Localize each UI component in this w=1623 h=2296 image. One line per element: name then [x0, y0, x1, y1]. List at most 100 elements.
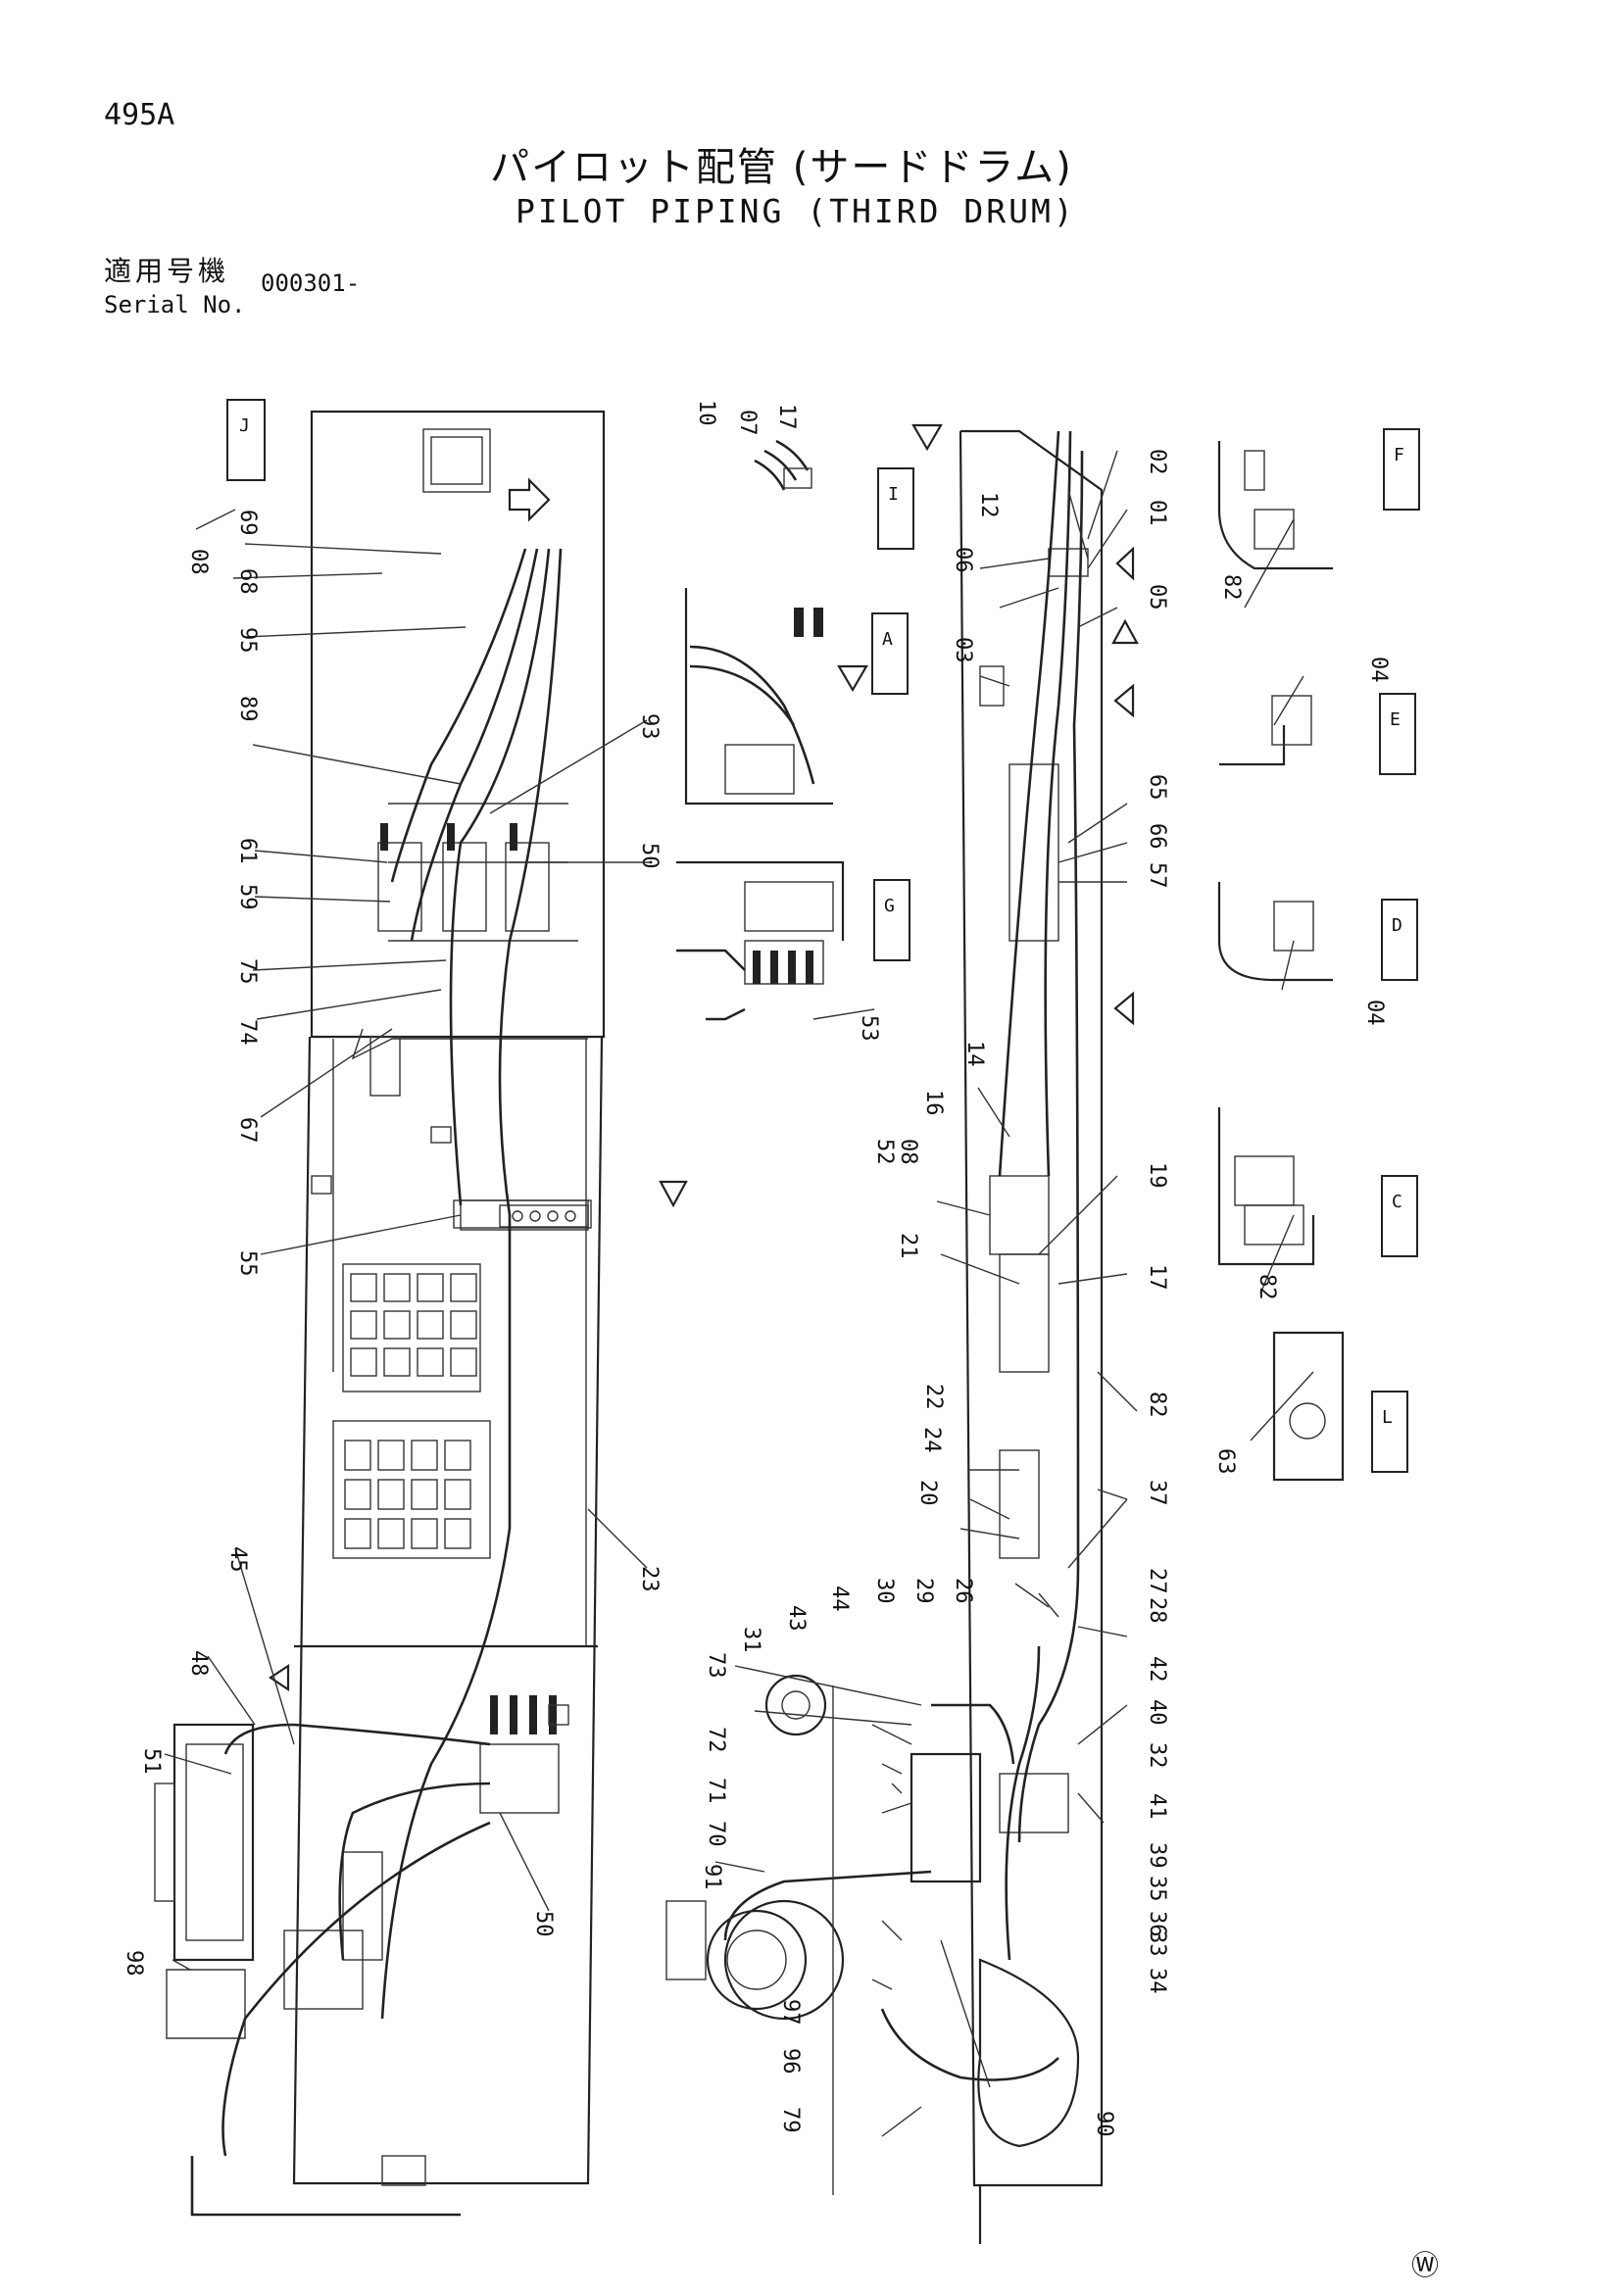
callout-label: 52	[872, 1139, 897, 1165]
callout-label: 66	[1145, 823, 1169, 850]
callout-label: 34	[1145, 1968, 1169, 1994]
callout-label: 28	[1145, 1597, 1169, 1624]
callout-label: 03	[951, 637, 975, 663]
callout-label: 14	[962, 1041, 987, 1067]
callout-label: 91	[700, 1864, 724, 1890]
callout-label: 26	[951, 1578, 975, 1604]
callout-label: 04	[1362, 1000, 1387, 1026]
view-tags: J I A G F E D C L	[226, 399, 1420, 1473]
view-c-detail	[1217, 1107, 1315, 1266]
callout-label: 40	[1145, 1699, 1169, 1726]
callout-label: 45	[225, 1546, 250, 1573]
callout-label: 04	[1366, 657, 1391, 683]
view-a-detail	[684, 588, 833, 806]
callout-label: 08	[186, 549, 211, 575]
view-tag-d: D	[1381, 899, 1418, 981]
callout-label: 06	[951, 547, 975, 573]
callout-label: 32	[1145, 1742, 1169, 1769]
view-tag-j: J	[226, 399, 266, 481]
control-valve-bank-lower	[332, 1420, 491, 1559]
callout-label: 48	[186, 1650, 211, 1677]
title-japanese: パイロット配管 (サードドラム)	[490, 145, 1073, 190]
serial-label-english: Serial No.	[104, 291, 246, 318]
arrow-left-icon	[1113, 683, 1135, 718]
solenoid-valve-block-lower	[479, 1695, 569, 1814]
callout-label: 17	[1145, 1264, 1169, 1291]
svg-text:A: A	[882, 629, 893, 650]
callout-label: 44	[827, 1586, 852, 1612]
callout-label: 39	[1145, 1842, 1169, 1869]
arrow-right-icon	[508, 477, 551, 522]
view-i-detail	[754, 439, 812, 491]
callout-label: 53	[857, 1015, 881, 1042]
callout-label: 70	[704, 1821, 728, 1847]
callout-label: 29	[911, 1578, 936, 1604]
callout-label: 21	[896, 1233, 920, 1259]
callout-label: 22	[921, 1384, 946, 1410]
callout-label: 96	[778, 2048, 803, 2075]
callout-label: 41	[1145, 1793, 1169, 1820]
callout-label: 72	[704, 1727, 728, 1753]
callout-label: 50	[531, 1911, 556, 1937]
callout-label: 43	[784, 1605, 809, 1632]
callout-label: 98	[122, 1950, 146, 1977]
callout-label: 73	[704, 1652, 728, 1679]
view-tag-e: E	[1379, 693, 1416, 775]
callout-label: 59	[235, 884, 260, 910]
callout-label: 23	[637, 1566, 662, 1592]
callout-labels: 08 69 68 95 89 93 61 59 50 75 74 67 55 2…	[122, 400, 1391, 2137]
callout-label: 30	[872, 1578, 897, 1604]
callout-label: 35	[1145, 1876, 1169, 1902]
callout-label: 05	[1145, 584, 1169, 611]
arrow-down-icon	[659, 1180, 688, 1208]
svg-text:J: J	[239, 415, 250, 436]
callout-label: 97	[778, 1999, 803, 2026]
svg-text:G: G	[884, 896, 895, 916]
callout-label: 27	[1145, 1568, 1169, 1594]
arrow-left-icon	[1113, 991, 1135, 1026]
svg-text:I: I	[888, 484, 899, 505]
view-tag-i: I	[877, 467, 914, 550]
view-l-detail	[1272, 1331, 1345, 1482]
view-g-detail	[676, 860, 845, 1021]
title-english: PILOT PIPING (THIRD DRUM)	[516, 192, 1076, 230]
callout-label: 01	[1145, 500, 1169, 526]
callout-label: 55	[235, 1250, 260, 1277]
view-tag-g: G	[873, 879, 910, 961]
serial-label-japanese: 適用号機	[104, 255, 230, 287]
callout-label: 16	[921, 1090, 946, 1116]
callout-label: 33	[1145, 1930, 1169, 1957]
callout-label: 07	[735, 410, 760, 436]
callout-label: 51	[139, 1748, 164, 1775]
callout-label: 10	[694, 400, 718, 426]
callout-label: 89	[235, 696, 260, 722]
right-boom-strip	[931, 429, 1104, 2244]
callout-label: 71	[704, 1778, 728, 1804]
svg-text:C: C	[1392, 1192, 1402, 1212]
callout-label: 08	[896, 1139, 920, 1165]
view-tag-c: C	[1381, 1175, 1418, 1257]
leader-lines	[164, 450, 1314, 2137]
callout-label: 65	[1145, 774, 1169, 801]
pilot-valves-upper	[377, 823, 550, 932]
callout-label: 95	[235, 627, 260, 654]
svg-text:L: L	[1382, 1407, 1393, 1428]
view-f-detail	[1217, 441, 1333, 570]
callout-label: 74	[235, 1019, 260, 1046]
third-drum-winch	[154, 1723, 426, 2186]
arrow-up-icon	[1111, 618, 1139, 645]
callout-label: 31	[739, 1627, 763, 1653]
view-d-detail	[1217, 882, 1333, 982]
callout-label: 82	[1254, 1274, 1279, 1300]
distribution-block	[499, 1204, 589, 1228]
arrow-down-icon	[837, 664, 868, 693]
callout-label: 90	[1092, 2111, 1116, 2137]
callout-label: 79	[778, 2107, 803, 2133]
serial-number-value: 000301-	[261, 269, 361, 297]
callout-label: 82	[1145, 1392, 1169, 1418]
svg-text:D: D	[1392, 915, 1402, 936]
callout-label: 67	[235, 1117, 260, 1144]
callout-label: 82	[1219, 574, 1244, 601]
callout-label: 69	[235, 510, 260, 536]
